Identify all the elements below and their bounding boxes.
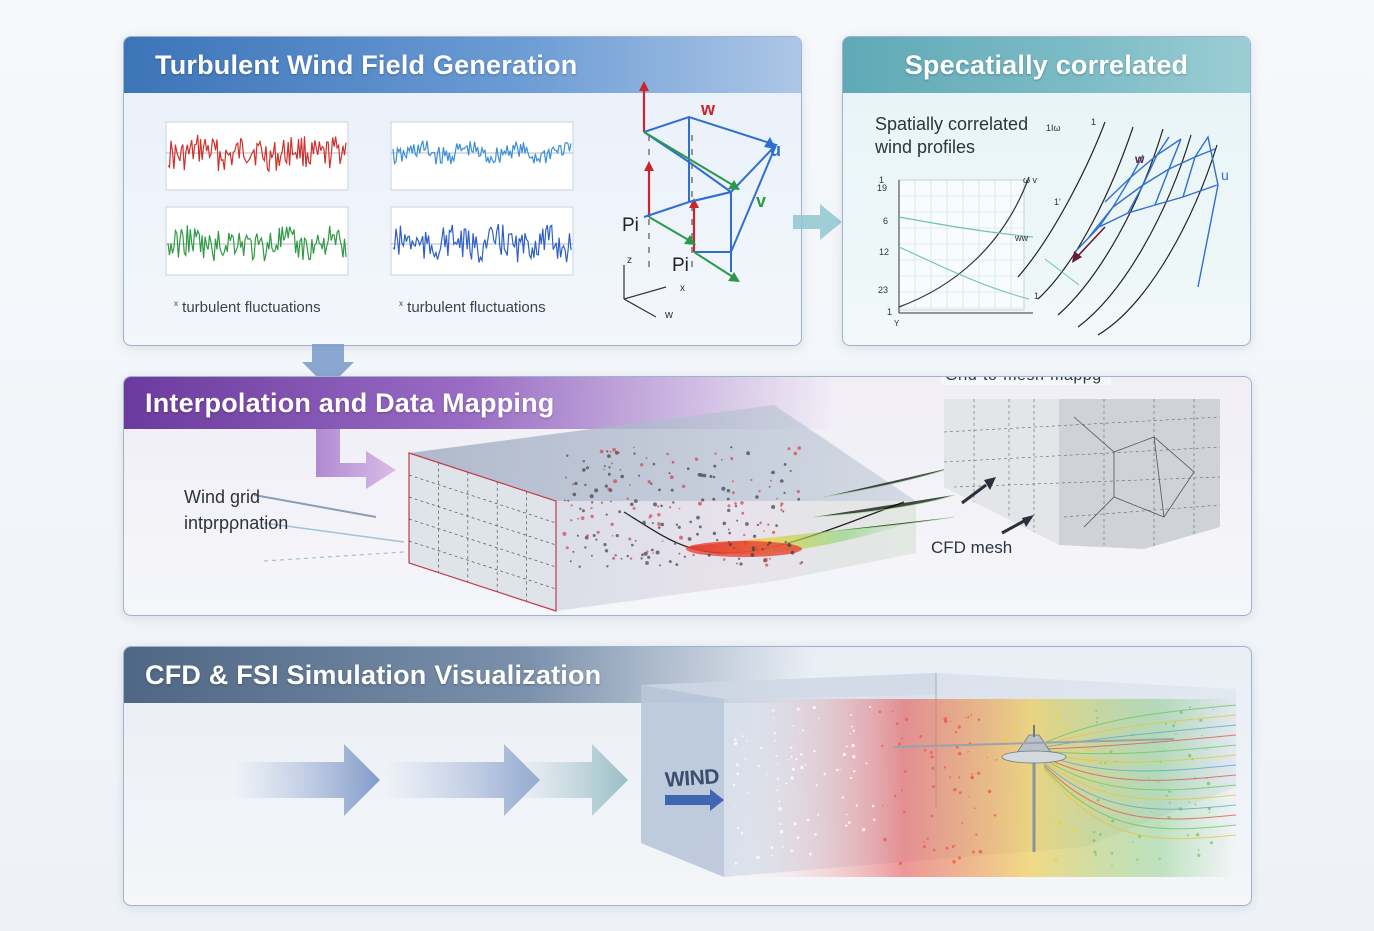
- interpolation-graphics: [253, 399, 1221, 612]
- spatial-panel: Specatially correlated Spatially correla…: [842, 36, 1251, 346]
- caption-right: x turbulent fluctuations: [399, 299, 546, 316]
- grid-to-mesh-label: Grid-to-mesh-mappg-: [941, 377, 1112, 385]
- simulation-graphics: [234, 673, 1237, 877]
- curve-label-mid: ww: [1015, 233, 1028, 243]
- tick-1b: 1: [887, 307, 893, 317]
- cfd-mesh-label: CFD mesh: [931, 538, 1013, 557]
- vector-label-w: w: [701, 99, 716, 119]
- axis-label-w: w: [665, 309, 673, 321]
- curve-label-one: 1: [1091, 117, 1097, 127]
- curve-label-y: Y: [894, 319, 900, 328]
- wind-label: WIND: [664, 765, 720, 792]
- plot-red: [165, 121, 349, 191]
- interpolation-panel: Interpolation and Data Mapping: [123, 376, 1252, 616]
- wind-field-graphics: [165, 81, 778, 318]
- axis-label-x: x: [680, 283, 685, 294]
- vector-label-u: u: [770, 140, 781, 160]
- curve-label-u: u: [1221, 167, 1229, 183]
- plot-blue: [390, 121, 574, 191]
- cfd-mesh-block: [943, 399, 1221, 549]
- spatial-title: Specatially correlated: [843, 37, 1250, 93]
- wind-field-panel: Turbulent Wind Field Generation: [123, 36, 802, 346]
- axis-label-z: z: [627, 255, 632, 266]
- vector-label-pi-upper: Pi: [622, 215, 639, 236]
- curve-label-i: 1': [1054, 197, 1061, 207]
- spatial-subtitle: Spatially correlated wind profiles: [875, 114, 1029, 157]
- tick-12: 12: [879, 247, 890, 257]
- curve-label-bottom: 1: [1034, 291, 1040, 301]
- plot-green: [165, 206, 349, 276]
- vector-label-pi-lower: Pi: [672, 255, 689, 276]
- caption-left: x turbulent fluctuations: [174, 299, 321, 316]
- tick-1a: 1: [879, 175, 885, 185]
- tick-23: 23: [878, 285, 889, 295]
- curve-label-w: w: [1135, 152, 1145, 166]
- curve-label-top: ω v: [1023, 175, 1038, 185]
- wind-field-title: Turbulent Wind Field Generation: [124, 37, 801, 93]
- tick-19: 19: [877, 183, 888, 193]
- profile-grid: [898, 176, 1034, 314]
- curve-label-topright: 1Ιω: [1046, 123, 1061, 133]
- correlated-mesh: [1017, 121, 1219, 336]
- spatial-graphics: [898, 121, 1219, 336]
- turbine: [893, 725, 1175, 852]
- vector-label-v: v: [756, 191, 767, 211]
- wind-grid-label: Wind grid intprpρnation: [184, 487, 289, 533]
- tick-6: 6: [883, 216, 889, 226]
- simulation-panel: CFD & FSI Simulation Visualization: [123, 646, 1252, 906]
- vector-diagram: [623, 81, 778, 318]
- plot-darkblue: [390, 206, 574, 276]
